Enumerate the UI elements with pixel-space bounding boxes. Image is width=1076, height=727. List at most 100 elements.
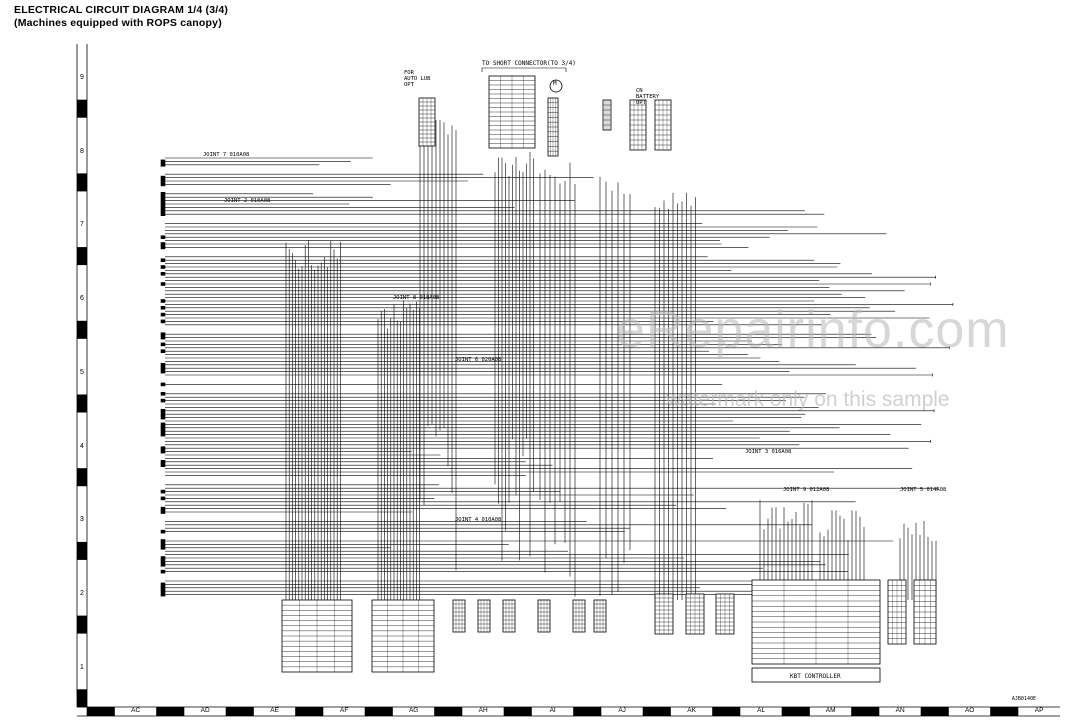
short-connector-label: TO SHORT CONNECTOR(TO 3/4)	[482, 60, 576, 67]
controller-box	[751, 667, 881, 683]
column-bar	[434, 707, 463, 716]
wire-terminal	[160, 366, 166, 371]
column-bar	[712, 707, 741, 716]
wire-terminal	[160, 556, 166, 560]
wire-terminal	[160, 175, 166, 180]
motor-symbol: M	[553, 80, 557, 87]
motor-symbol-circle	[549, 79, 563, 93]
watermark-main: eRepairinfo.com	[616, 301, 1010, 359]
wire-terminal	[160, 539, 166, 543]
connector-block	[537, 599, 551, 633]
wire-terminal	[160, 542, 166, 547]
wire-terminal	[160, 202, 166, 206]
connector-block	[654, 99, 672, 151]
wire-terminal	[160, 589, 166, 594]
diagram-subtitle: (Machines equipped with ROPS canopy)	[14, 17, 222, 29]
connector-block	[654, 593, 674, 635]
wire-terminal	[160, 432, 166, 437]
wire-terminal	[160, 391, 166, 396]
column-bar	[226, 707, 254, 716]
connector-block	[685, 593, 705, 635]
connector-block	[593, 599, 607, 633]
wire-terminal	[160, 592, 166, 597]
wire-terminal	[160, 205, 166, 210]
column-label: AK	[687, 707, 696, 714]
wire-terminal	[160, 510, 166, 514]
row-bar	[77, 689, 87, 708]
column-bar	[573, 707, 602, 716]
wire-terminal	[160, 412, 166, 417]
wire-terminal	[160, 342, 166, 347]
connector-block	[502, 599, 516, 633]
column-bar	[504, 707, 532, 716]
wire-terminal	[160, 559, 166, 564]
wire-terminal	[160, 195, 166, 199]
column-label: AI	[549, 707, 556, 714]
joint-label: JOINT 4 010A08	[455, 517, 502, 523]
wire-terminal	[160, 271, 166, 276]
wire-terminal	[160, 179, 166, 183]
row-number: 2	[80, 589, 84, 597]
column-label: AE	[270, 707, 279, 714]
column-bar	[643, 707, 671, 716]
row-number: 7	[80, 221, 84, 229]
row-bar	[77, 394, 87, 413]
auto-lub-label: FOR AUTO LUB OPT	[404, 70, 431, 88]
wire-terminal	[160, 582, 166, 587]
wire-terminal	[160, 299, 166, 303]
column-label: AH	[478, 707, 488, 714]
joint-label: JOINT 8 018A08	[393, 295, 440, 301]
column-bar	[87, 707, 115, 716]
connector-block	[887, 579, 907, 645]
row-number: 3	[80, 516, 84, 524]
wire-terminal	[160, 242, 166, 246]
wire-terminal	[160, 545, 166, 550]
column-bar	[851, 707, 880, 716]
column-bar	[295, 707, 324, 716]
wire-terminal	[160, 408, 166, 413]
row-number: 8	[80, 147, 84, 155]
wire-terminal	[160, 459, 166, 464]
wire-terminal	[160, 382, 166, 387]
connector-block	[371, 599, 435, 673]
joint-label: JOINT 3 016A08	[745, 449, 792, 455]
controller-label: KBT CONTROLLER	[790, 673, 841, 680]
row-bar	[77, 615, 87, 634]
joint-label: JOINT 7 010A08	[203, 152, 250, 158]
row-bar	[77, 468, 87, 487]
connector-block	[488, 75, 536, 149]
joint-label: JOINT 2 010A08	[224, 198, 271, 204]
connector-block	[547, 97, 559, 157]
wire-terminal	[160, 305, 166, 310]
column-bar	[156, 707, 185, 716]
wire-terminal	[160, 312, 166, 317]
wire-terminal	[160, 159, 166, 164]
wire-terminal	[160, 429, 166, 434]
wire-terminal	[160, 449, 166, 454]
diagram-header: ELECTRICAL CIRCUIT DIAGRAM 1/4 (3/4) (Ma…	[14, 4, 228, 30]
column-label: AP	[1034, 707, 1044, 714]
column-bar	[782, 707, 810, 716]
connector-block	[751, 579, 881, 665]
column-bar	[921, 707, 949, 716]
wire-terminal	[160, 529, 166, 534]
wire-terminal	[160, 245, 166, 250]
horizontal-wires	[160, 157, 954, 597]
row-bar	[77, 541, 87, 560]
wire-terminal	[160, 198, 166, 203]
connectors	[281, 67, 937, 683]
wire-terminal	[160, 258, 166, 263]
wire-terminal	[160, 335, 166, 340]
connector-block	[629, 99, 647, 151]
column-label: AG	[408, 707, 419, 714]
column-label: AO	[964, 707, 975, 714]
wire-terminal	[160, 506, 166, 511]
wire-terminal	[160, 463, 166, 468]
row-bar	[77, 247, 87, 266]
wire-terminal	[160, 235, 166, 239]
vertical-wires	[285, 114, 937, 600]
row-ruler	[77, 99, 87, 708]
document-id: AJB0140E	[1011, 696, 1036, 702]
column-bar	[365, 707, 393, 716]
row-number: 9	[80, 74, 84, 81]
